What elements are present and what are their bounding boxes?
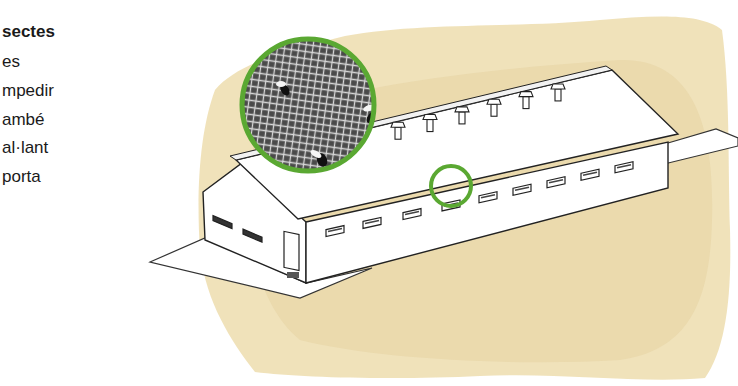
window <box>581 169 599 180</box>
window <box>213 216 232 229</box>
windows <box>213 216 262 243</box>
zoom-ring <box>242 39 374 171</box>
heading-fragment: sectes <box>2 22 55 42</box>
window-slat <box>549 180 563 183</box>
vent-cap <box>455 107 469 112</box>
window-slat <box>405 212 419 215</box>
window-slat <box>583 172 597 175</box>
window <box>243 229 262 242</box>
vent-cap <box>551 84 565 89</box>
vent-cap <box>423 115 437 120</box>
vent-cap <box>391 122 405 127</box>
window-slat <box>328 229 342 232</box>
window <box>363 217 381 228</box>
highlight-ring <box>431 166 471 206</box>
window-slat <box>515 187 529 190</box>
vent-pipe <box>523 97 529 109</box>
window <box>547 177 565 188</box>
text-fragment: porta <box>2 167 41 187</box>
zoom-circle <box>242 39 374 171</box>
window <box>479 192 497 203</box>
roof-vents <box>391 84 565 139</box>
text-fragment: mpedir <box>2 81 54 101</box>
text-fragment: es <box>2 52 20 72</box>
window <box>615 162 633 173</box>
windows <box>326 162 633 237</box>
insects <box>276 81 380 168</box>
window-slat <box>365 220 379 223</box>
door <box>284 231 299 270</box>
vent-pipe <box>427 120 433 132</box>
window <box>513 184 531 195</box>
vent-pipe <box>491 104 497 116</box>
vent-pipe <box>555 89 561 101</box>
window-slat <box>617 165 631 168</box>
window <box>326 226 344 237</box>
vent-cap <box>519 92 533 97</box>
vent-cap <box>487 99 501 104</box>
text-fragment: al·lant <box>2 138 48 158</box>
door-grate <box>287 272 299 278</box>
text-fragment: ambé <box>2 110 45 130</box>
vent-pipe <box>459 112 465 124</box>
vent-pipe <box>395 127 401 139</box>
watercolor-ground <box>199 17 731 380</box>
window-slat <box>481 195 495 198</box>
window <box>403 209 421 220</box>
